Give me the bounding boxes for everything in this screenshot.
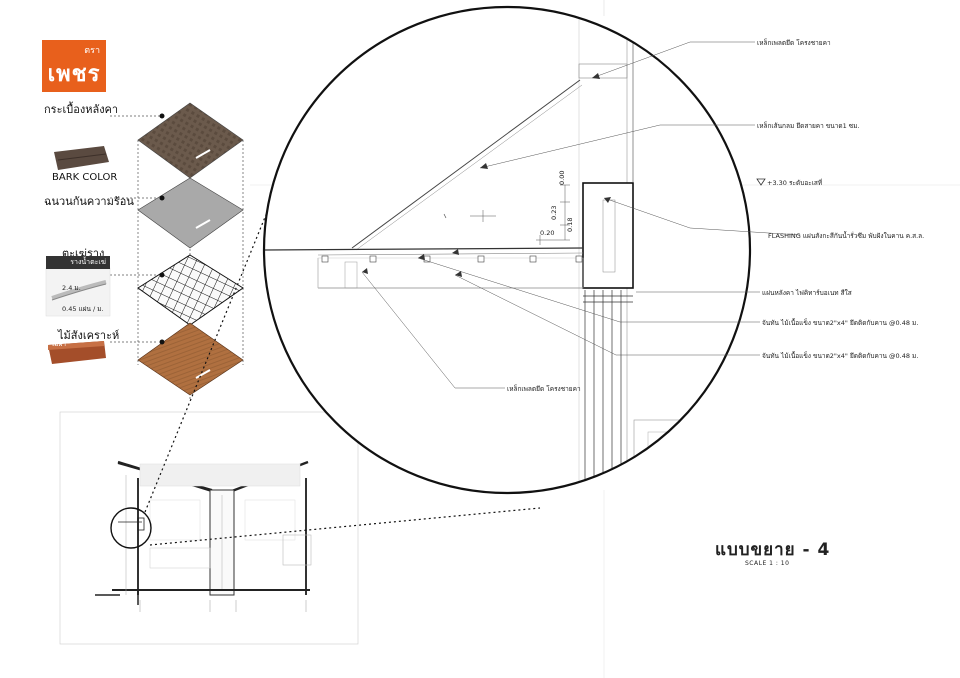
leader-arrows xyxy=(362,73,611,277)
note-rafter-2: จันทัน ไม้เนื้อแข็ง ขนาด2"x4" ยึดติดกับค… xyxy=(762,352,919,360)
dim-0-00: 0.00 xyxy=(558,170,566,185)
exploded-layers xyxy=(110,102,244,400)
label-insulation: ฉนวนกันความร้อน xyxy=(44,195,134,208)
level-marker xyxy=(756,178,766,186)
wood-sample xyxy=(48,341,106,364)
gutter-sample xyxy=(45,267,111,317)
label-roof-tile: กระเบื้องหลังคา xyxy=(44,103,119,116)
dim-0-20: 0.20 xyxy=(540,229,555,237)
dim-0-18: 0.18 xyxy=(566,217,574,232)
dim-0-23: 0.23 xyxy=(550,205,558,220)
drawing-title: แบบขยาย - 4 xyxy=(715,540,831,560)
label-wood-sub: ไม้ฝา xyxy=(51,340,67,348)
note-leaders xyxy=(361,41,801,389)
gutter-dim-2: 0.45 แผ่น / ม. xyxy=(62,305,104,313)
logo-brand-text: เพชร xyxy=(47,62,101,87)
detail-circle xyxy=(262,5,752,495)
note-level: +3.30 ระดับอะเสที่ xyxy=(767,179,823,187)
bark-color-swatch xyxy=(54,146,109,170)
label-wood: ไม้สังเคราะห์ xyxy=(58,329,120,342)
note-roof-sheet: แผ่นหลังคา ไฟคิทาร์บอเนท สีใส xyxy=(762,289,852,297)
logo-small-text: ตรา xyxy=(84,46,100,56)
gutter-dim-1: 2.4 ม. xyxy=(62,284,81,292)
note-plate-2: เหล็กเพลตยึด โครงชายคา xyxy=(507,385,581,393)
note-flashing: FLASHING แผ่นสังกะสีกันน้ำรั่วซึม พับฝัง… xyxy=(768,232,925,240)
drawing-scale: SCALE 1 : 10 xyxy=(745,560,790,567)
section-drawing xyxy=(59,411,359,645)
brand-logo: ตรา เพชร xyxy=(42,40,106,92)
note-tie-rod: เหล็กเส้นกลม ยึดสายคา ขนาด1 ซม. xyxy=(757,122,860,130)
note-rafter-1: จันทัน ไม้เนื้อแข็ง ขนาด2"x4" ยึดติดกับค… xyxy=(762,319,919,327)
label-gutter-sub: รางน้ำตะเฆ่ xyxy=(46,256,110,269)
note-plate-1: เหล็กเพลตยึด โครงชายคา xyxy=(757,39,831,47)
label-bark-color: BARK COLOR xyxy=(52,172,118,183)
gutter-chip-header: รางน้ำตะเฆ่ xyxy=(46,256,110,269)
